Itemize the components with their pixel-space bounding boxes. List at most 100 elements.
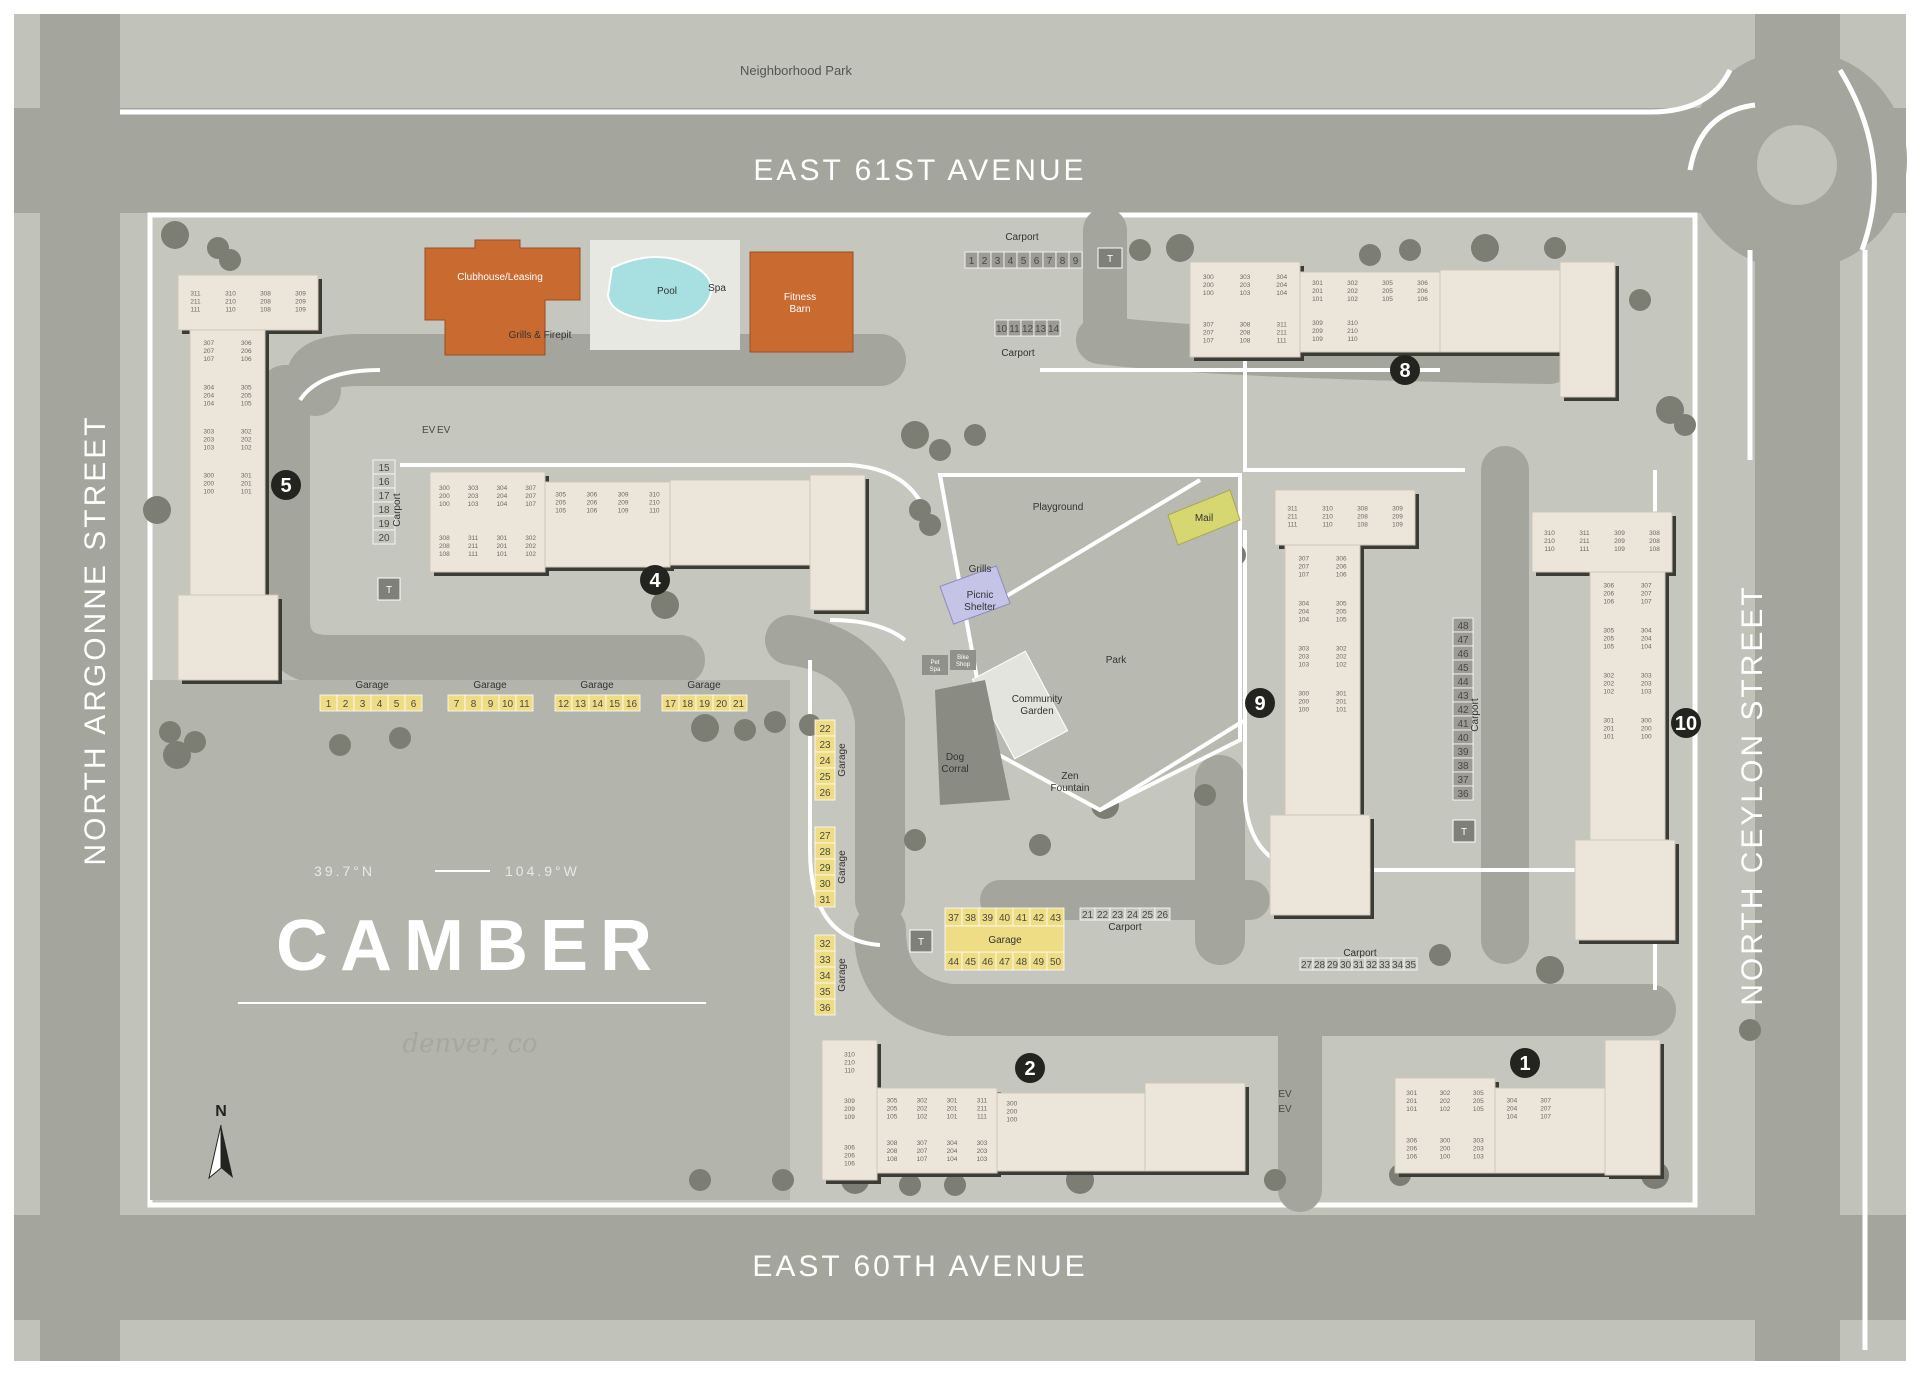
unit-number[interactable]: 101 — [947, 1113, 958, 1120]
unit-number[interactable]: 303 — [203, 428, 214, 435]
unit-number[interactable]: 203 — [1298, 654, 1309, 661]
unit-number[interactable]: 307 — [917, 1140, 928, 1147]
unit-number[interactable]: 105 — [1336, 617, 1347, 624]
unit-number[interactable]: 301 — [947, 1097, 958, 1104]
unit-number[interactable]: 205 — [241, 392, 252, 399]
unit-number[interactable]: 100 — [439, 501, 450, 508]
unit-number[interactable]: 300 — [1641, 718, 1652, 725]
unit-number[interactable]: 103 — [1298, 662, 1309, 669]
unit-number[interactable]: 106 — [241, 356, 252, 363]
unit-number[interactable]: 108 — [439, 551, 450, 558]
unit-number[interactable]: 201 — [241, 481, 252, 488]
unit-number[interactable]: 302 — [525, 535, 536, 542]
unit-number[interactable]: 103 — [1641, 689, 1652, 696]
unit-number[interactable]: 308 — [1357, 506, 1368, 513]
unit-number[interactable]: 208 — [439, 543, 450, 550]
unit-number[interactable]: 111 — [1580, 546, 1590, 553]
unit-number[interactable]: 300 — [203, 473, 214, 480]
unit-number[interactable]: 202 — [1440, 1098, 1451, 1105]
unit-number[interactable]: 209 — [295, 299, 306, 306]
unit-number[interactable]: 201 — [1406, 1098, 1417, 1105]
unit-number[interactable]: 104 — [496, 501, 507, 508]
building-marker[interactable] — [640, 565, 670, 595]
unit-number[interactable]: 200 — [439, 493, 450, 500]
unit-number[interactable]: 301 — [496, 535, 507, 542]
unit-number[interactable]: 305 — [1603, 628, 1614, 635]
unit-number[interactable]: 206 — [844, 1153, 855, 1160]
unit-number[interactable]: 211 — [1276, 329, 1287, 336]
unit-number[interactable]: 101 — [1312, 296, 1323, 303]
unit-number[interactable]: 210 — [844, 1059, 855, 1066]
building-marker[interactable] — [1671, 708, 1701, 738]
unit-number[interactable]: 111 — [191, 307, 201, 314]
unit-number[interactable]: 101 — [1603, 734, 1614, 741]
unit-number[interactable]: 310 — [1322, 506, 1333, 513]
unit-number[interactable]: 304 — [1506, 1097, 1517, 1104]
unit-number[interactable]: 202 — [1336, 654, 1347, 661]
unit-number[interactable]: 211 — [468, 543, 479, 550]
unit-number[interactable]: 105 — [887, 1113, 898, 1120]
unit-number[interactable]: 204 — [1298, 609, 1309, 616]
unit-number[interactable]: 207 — [917, 1148, 928, 1155]
unit-number[interactable]: 102 — [1336, 662, 1347, 669]
unit-number[interactable]: 211 — [1287, 514, 1298, 521]
unit-number[interactable]: 207 — [525, 493, 536, 500]
unit-number[interactable]: 108 — [1357, 522, 1368, 529]
unit-number[interactable]: 104 — [203, 400, 214, 407]
unit-number[interactable]: 104 — [947, 1156, 958, 1163]
unit-number[interactable]: 207 — [1298, 564, 1309, 571]
unit-number[interactable]: 201 — [1312, 288, 1323, 295]
unit-number[interactable]: 300 — [439, 485, 450, 492]
unit-number[interactable]: 210 — [1544, 538, 1555, 545]
unit-number[interactable]: 103 — [1240, 290, 1251, 297]
unit-number[interactable]: 100 — [1006, 1117, 1017, 1124]
unit-number[interactable]: 206 — [1603, 591, 1614, 598]
unit-number[interactable]: 308 — [887, 1140, 898, 1147]
unit-number[interactable]: 300 — [1440, 1137, 1451, 1144]
unit-number[interactable]: 200 — [1006, 1109, 1017, 1116]
unit-number[interactable]: 107 — [1641, 599, 1652, 606]
building-marker[interactable] — [1245, 688, 1275, 718]
unit-number[interactable]: 103 — [468, 501, 479, 508]
unit-number[interactable]: 307 — [1298, 556, 1309, 563]
unit-number[interactable]: 203 — [1473, 1145, 1484, 1152]
unit-number[interactable]: 109 — [844, 1114, 855, 1121]
unit-number[interactable]: 309 — [618, 491, 629, 498]
unit-number[interactable]: 310 — [649, 491, 660, 498]
unit-number[interactable]: 304 — [203, 384, 214, 391]
unit-number[interactable]: 104 — [1276, 290, 1287, 297]
unit-number[interactable]: 101 — [1406, 1106, 1417, 1113]
unit-number[interactable]: 202 — [917, 1105, 928, 1112]
unit-number[interactable]: 211 — [1579, 538, 1590, 545]
unit-number[interactable]: 101 — [496, 551, 507, 558]
unit-number[interactable]: 301 — [1603, 718, 1614, 725]
unit-number[interactable]: 306 — [1336, 556, 1347, 563]
unit-number[interactable]: 104 — [1641, 644, 1652, 651]
unit-number[interactable]: 105 — [1382, 296, 1393, 303]
unit-number[interactable]: 107 — [1298, 572, 1309, 579]
unit-number[interactable]: 108 — [1649, 546, 1660, 553]
unit-number[interactable]: 101 — [241, 489, 252, 496]
unit-number[interactable]: 106 — [844, 1161, 855, 1168]
unit-number[interactable]: 303 — [1641, 673, 1652, 680]
unit-number[interactable]: 200 — [1440, 1145, 1451, 1152]
unit-number[interactable]: 106 — [1406, 1153, 1417, 1160]
unit-number[interactable]: 304 — [947, 1140, 958, 1147]
unit-number[interactable]: 207 — [1540, 1105, 1551, 1112]
unit-number[interactable]: 305 — [1473, 1090, 1484, 1097]
unit-number[interactable]: 107 — [525, 501, 536, 508]
unit-number[interactable]: 304 — [496, 485, 507, 492]
unit-number[interactable]: 310 — [844, 1051, 855, 1058]
unit-number[interactable]: 100 — [1298, 707, 1309, 714]
unit-number[interactable]: 110 — [1322, 522, 1333, 529]
unit-number[interactable]: 202 — [525, 543, 536, 550]
unit-number[interactable]: 110 — [225, 307, 236, 314]
unit-number[interactable]: 108 — [887, 1156, 898, 1163]
unit-number[interactable]: 201 — [1336, 699, 1347, 706]
unit-number[interactable]: 201 — [947, 1105, 958, 1112]
unit-number[interactable]: 302 — [1440, 1090, 1451, 1097]
unit-number[interactable]: 103 — [203, 444, 214, 451]
unit-number[interactable]: 206 — [1336, 564, 1347, 571]
unit-number[interactable]: 111 — [1277, 337, 1287, 344]
unit-number[interactable]: 100 — [1440, 1153, 1451, 1160]
